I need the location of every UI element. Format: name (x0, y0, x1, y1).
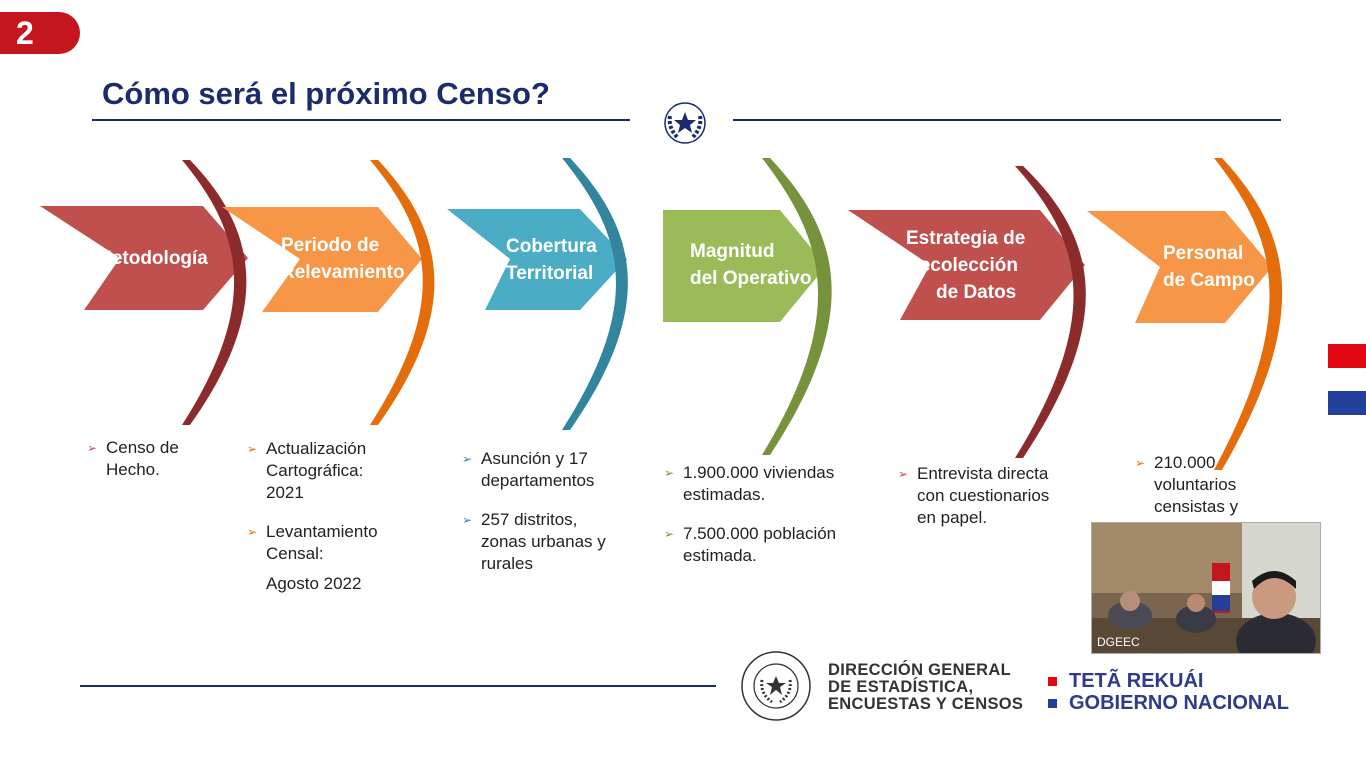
arrow-bullet-icon: ➢ (898, 467, 909, 481)
process-chevrons (40, 158, 1283, 470)
footer-rule (80, 685, 716, 687)
chevron-metodologia (40, 160, 248, 425)
arrow-bullet-icon: ➢ (664, 466, 675, 480)
arrow-bullet-icon: ➢ (87, 441, 98, 455)
republica-del-paraguay-seal-icon (741, 651, 811, 721)
slide-number-badge: 2 (0, 12, 80, 54)
dgeec-agency-name: DIRECCIÓN GENERAL DE ESTADÍSTICA, ENCUES… (828, 661, 1024, 713)
red-square-icon (1048, 676, 1057, 686)
title-rule-left (92, 119, 630, 121)
arrow-bullet-icon: ➢ (247, 525, 258, 539)
paraguay-seal-icon (664, 102, 706, 144)
chevron-periodo (222, 160, 435, 425)
flag-blue-bar (1328, 391, 1366, 415)
chevron-magnitud (663, 158, 832, 455)
title-rule-right (733, 119, 1281, 121)
blue-square-icon (1048, 698, 1057, 708)
arrow-bullet-icon: ➢ (1135, 456, 1146, 470)
gobierno-nacional-logo: TETÃ REKUÁI GOBIERNO NACIONAL (1048, 670, 1289, 714)
arrow-bullet-icon: ➢ (462, 452, 473, 466)
video-feed-thumbnail[interactable]: DGEEC (1091, 522, 1321, 654)
page-title: Cómo será el próximo Censo? (102, 76, 550, 111)
chevron-personal (1087, 158, 1283, 470)
chevron-cobertura (447, 158, 628, 430)
arrow-bullet-icon: ➢ (247, 442, 258, 456)
chevron-estrategia (848, 166, 1086, 458)
chevron-label-metodologia: Metodología (96, 248, 208, 269)
video-participant-label: DGEEC (1097, 635, 1140, 649)
arrow-bullet-icon: ➢ (664, 527, 675, 541)
flag-red-bar (1328, 344, 1366, 368)
video-scene (1092, 523, 1320, 653)
arrow-bullet-icon: ➢ (462, 513, 473, 527)
